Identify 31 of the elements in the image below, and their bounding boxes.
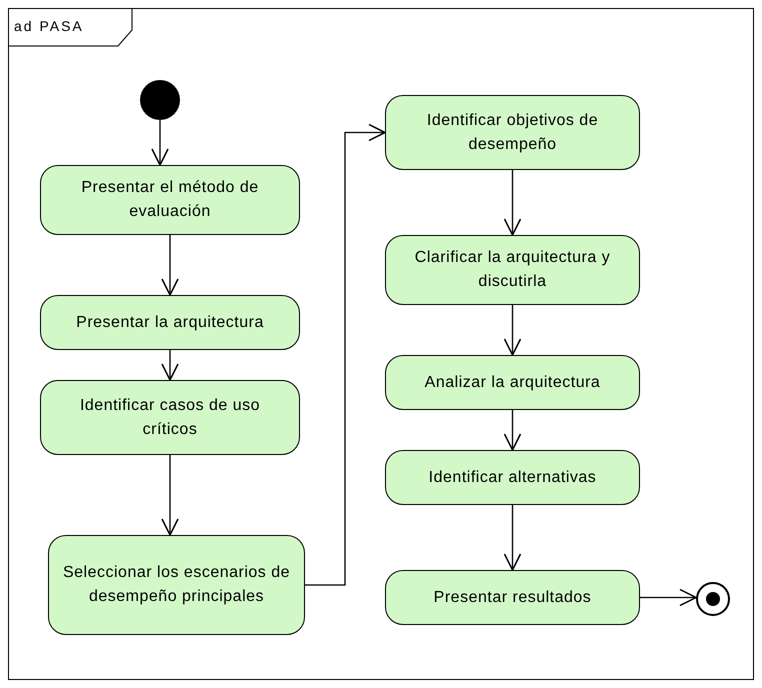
action-label: Seleccionar los escenarios de desempeño principales <box>62 563 292 607</box>
frame-title: ad PASA <box>14 17 84 36</box>
action-box <box>385 450 640 505</box>
action-label: Identificar objetivos de desempeño <box>426 110 600 154</box>
action-label: Presentar resultados <box>434 588 592 608</box>
action-box <box>48 535 305 635</box>
arrow <box>305 124 386 586</box>
arrow <box>504 305 522 356</box>
action-label: Presentar la arquitectura <box>76 312 264 332</box>
arrow <box>161 350 179 381</box>
action-box <box>385 355 640 410</box>
start-node <box>140 80 180 120</box>
action-label: Identificar casos de uso críticos <box>78 396 262 440</box>
action-box <box>385 570 640 625</box>
action-label: Analizar la arquitectura <box>424 372 600 392</box>
action-label: Identificar alternativas <box>428 468 596 488</box>
arrow <box>504 505 522 571</box>
action-box <box>40 165 300 235</box>
arrow <box>161 455 179 536</box>
arrow <box>504 170 522 236</box>
arrow <box>161 235 179 296</box>
action-label: Clarificar la arquitectura y discutirla <box>414 248 612 292</box>
action-box <box>385 235 640 305</box>
action-box <box>40 295 300 350</box>
action-label: Presentar el método de evaluación <box>80 178 260 222</box>
arrow <box>504 410 522 451</box>
end-node <box>696 582 730 616</box>
action-box <box>385 95 640 170</box>
arrow <box>640 588 697 606</box>
arrow <box>151 120 169 166</box>
action-box <box>40 380 300 455</box>
